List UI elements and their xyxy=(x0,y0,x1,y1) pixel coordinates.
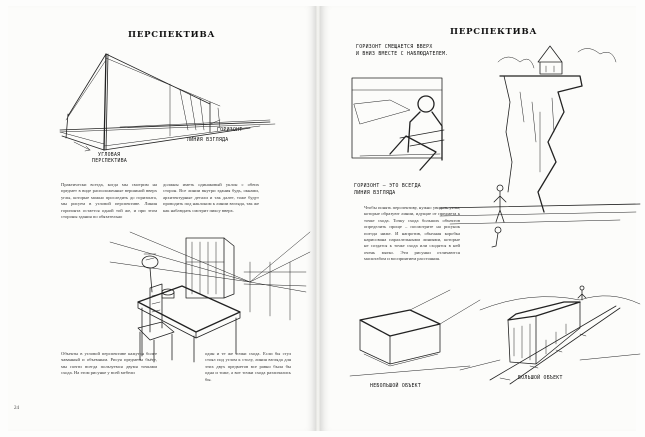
left-paragraph-1: Практически всегда, когда мы смотрим на … xyxy=(61,182,157,220)
label-sight-line: ЛИНИЯ ВЗГЛЯДА xyxy=(187,138,229,143)
cliff-house-sketch xyxy=(439,45,641,248)
label-corner-perspective-2: ПЕРСПЕКТИВА xyxy=(92,159,128,164)
left-paragraph-2: должны иметь одинаковый уклон с обеих ст… xyxy=(163,182,259,213)
building-perspective-sketch xyxy=(59,53,276,152)
label-horizon: ГОРИЗОНТ xyxy=(217,128,243,133)
left-page-number: 24 xyxy=(14,406,19,411)
label-horizon-is-1: ГОРИЗОНТ – ЭТО ВСЕГДА xyxy=(354,184,421,189)
label-horizon-moves-1: ГОРИЗОНТ СМЕЩАЕТСЯ ВВЕРХ xyxy=(356,45,433,50)
label-horizon-is-2: ЛИНИЯ ВЗГЛЯДА xyxy=(354,191,396,196)
left-page xyxy=(8,6,316,431)
label-corner-perspective-1: УГЛОВАЯ xyxy=(98,153,121,158)
left-page-title: ПЕРСПЕКТИВА xyxy=(128,30,216,40)
right-paragraph-1: Чтобы понять перспективу, нужно увидеть … xyxy=(364,205,460,262)
label-horizon-moves-2: И ВНИЗ ВМЕСТЕ С НАБЛЮДАТЕЛЕМ. xyxy=(356,52,449,57)
label-big-object: БОЛЬШОЙ ОБЪЕКТ xyxy=(518,376,563,381)
label-small-object: НЕБОЛЬШОЙ ОБЪЕКТ xyxy=(370,384,422,389)
box-and-train-sketch xyxy=(349,285,641,385)
book-gutter xyxy=(316,6,320,431)
right-page-title: ПЕРСПЕКТИВА xyxy=(450,27,538,37)
left-paragraph-4: один и те же точки схода. Если бы стул с… xyxy=(205,351,291,382)
furniture-perspective-sketch xyxy=(109,231,311,363)
right-page xyxy=(320,6,636,431)
left-paragraph-3: Объекты в угловой перспективе кажутся бо… xyxy=(61,351,157,376)
seated-man-sketch xyxy=(351,77,445,171)
